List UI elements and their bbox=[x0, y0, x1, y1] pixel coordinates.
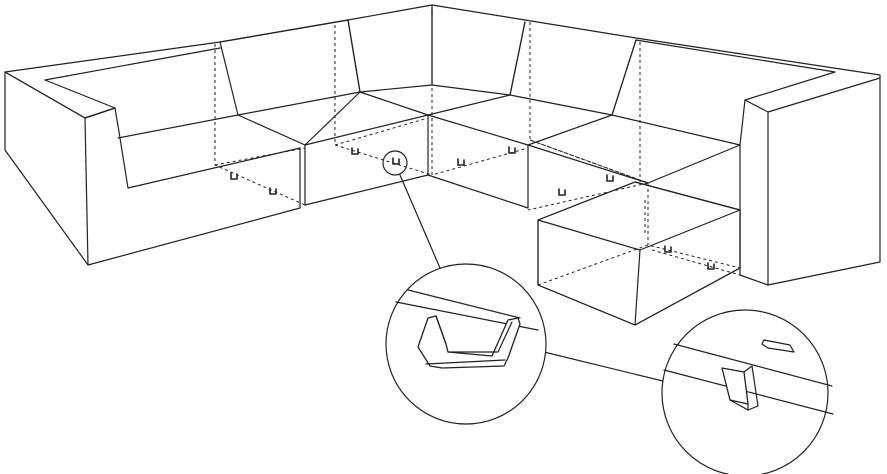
left-arm bbox=[4, 19, 349, 266]
connector-clips bbox=[230, 146, 715, 270]
detail-marker bbox=[382, 150, 408, 176]
connector-clip-icon bbox=[508, 146, 516, 154]
connector-clip-icon bbox=[230, 172, 238, 180]
right-arm bbox=[739, 77, 881, 286]
detail-magnifier bbox=[385, 263, 547, 425]
connector-clip-icon bbox=[392, 157, 400, 165]
connector-clip-icon bbox=[664, 245, 672, 253]
connector-clip-icon bbox=[457, 158, 465, 166]
ottoman bbox=[537, 181, 741, 326]
connector-clip-icon bbox=[351, 147, 359, 155]
detail-magnifier-assembled bbox=[661, 309, 834, 474]
back-frame bbox=[219, 4, 881, 101]
detail-callout bbox=[382, 150, 668, 383]
connector-clip-icon bbox=[558, 188, 566, 196]
connector-clip-icon bbox=[707, 262, 715, 270]
connector-clip-icon bbox=[269, 187, 277, 195]
connector-clip-icon bbox=[606, 174, 614, 182]
back-cushions bbox=[219, 9, 741, 146]
hidden-edges bbox=[214, 22, 741, 276]
